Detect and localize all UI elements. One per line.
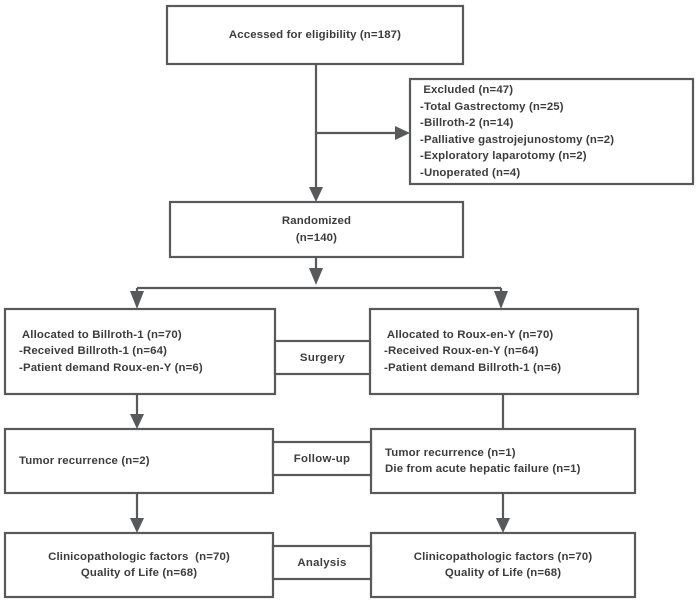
arrowhead-accessed-to-randomized [309, 187, 323, 202]
accessed-for-eligibility-box-outline [165, 4, 465, 66]
analysis-roux-en-y-box-outline [369, 531, 637, 599]
arrowhead-followup-left-to-analysis-left [130, 518, 144, 533]
arrowhead-split-right [494, 291, 508, 309]
arrowhead-followup-right-to-analysis-right [496, 518, 510, 533]
surgery-stage-label-text: Surgery [299, 351, 346, 364]
arrowhead-to-excluded [395, 126, 410, 140]
followup-roux-en-y-box-outline [369, 427, 637, 495]
randomized-box-outline [168, 200, 465, 259]
allocated-roux-en-y-box-outline [368, 307, 640, 396]
surgery-label-outline [273, 339, 372, 376]
analysis-stage-label: Analysis [273, 546, 371, 579]
followup-billroth1-box-outline [3, 427, 275, 495]
followup-stage-label-text: Follow-up [293, 452, 351, 465]
arrowhead-split-left [130, 291, 144, 309]
excluded-box-outline [408, 77, 695, 186]
analysis-stage-label-text: Analysis [297, 556, 347, 569]
followup-stage-label: Follow-up [273, 442, 371, 475]
allocated-billroth1-box-outline [3, 307, 277, 396]
arrowhead-randomized-stub [309, 268, 323, 285]
surgery-stage-label: Surgery [275, 341, 370, 374]
analysis-billroth1-box-outline [3, 531, 275, 599]
analysis-label-outline [271, 544, 373, 581]
arrowhead-alloc-left-to-followup-left [130, 414, 144, 429]
followup-label-outline [271, 440, 373, 477]
